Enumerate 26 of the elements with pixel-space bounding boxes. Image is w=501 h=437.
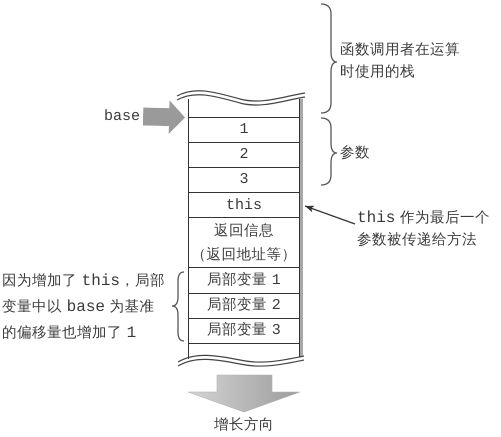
stack-cell xyxy=(188,294,300,318)
stack-cell xyxy=(188,344,300,359)
label-text: this 作为最后一个参数被传递给方法 xyxy=(357,208,492,250)
block-arrow xyxy=(142,100,185,134)
stack-cell xyxy=(188,168,300,193)
stack-cell xyxy=(188,318,300,344)
cell-text: 返回信息 xyxy=(214,222,274,240)
stack-cell xyxy=(188,193,300,218)
cell-text: this xyxy=(226,196,262,216)
cell-text: （返回地址等） xyxy=(192,246,296,264)
cell-text: 局部变量 2 xyxy=(207,296,281,316)
direction-label: 增长方向 xyxy=(214,416,274,435)
leader-arrow xyxy=(304,205,356,225)
cell-text: 3 xyxy=(239,170,248,190)
stack-cell xyxy=(188,218,300,268)
stack-cell xyxy=(188,142,300,168)
cell-text: 2 xyxy=(239,145,248,165)
cell-text: 局部变量 3 xyxy=(207,320,281,342)
cell-text: 1 xyxy=(239,120,248,140)
note-text: 因为增加了 this，局部变量中以 base 为基准的偏移量也增加了 1 xyxy=(2,271,166,344)
stack-cell xyxy=(188,268,300,294)
note-text: 参数 xyxy=(340,144,370,163)
note-text: 函数调用者在运算时使用的栈 xyxy=(340,41,461,82)
stack-cell xyxy=(188,118,300,142)
cell-text: 局部变量 1 xyxy=(207,270,281,291)
label-text: base xyxy=(104,107,140,127)
